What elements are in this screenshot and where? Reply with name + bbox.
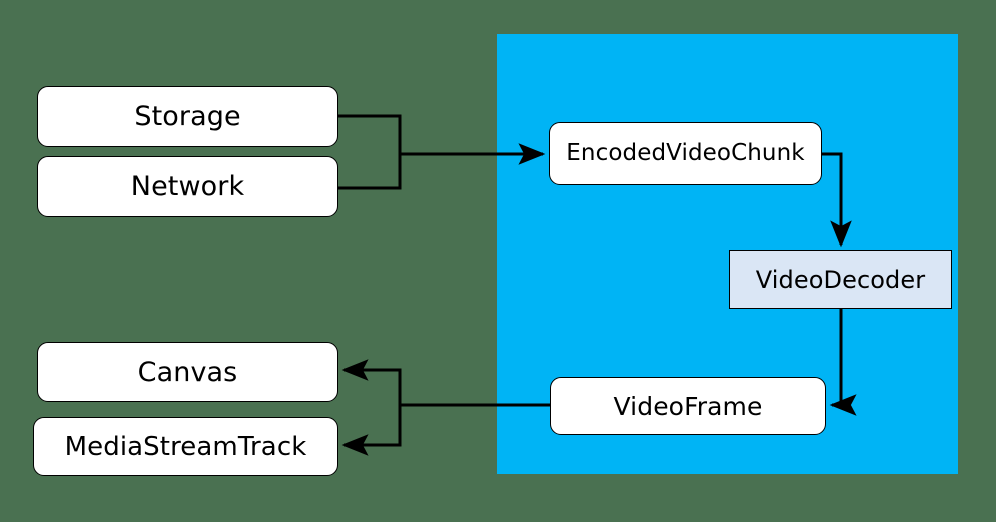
node-videoframe-label: VideoFrame bbox=[613, 391, 763, 421]
node-network[interactable]: Network bbox=[37, 156, 338, 217]
node-mediastreamtrack[interactable]: MediaStreamTrack bbox=[33, 417, 338, 476]
node-canvas[interactable]: Canvas bbox=[37, 342, 338, 402]
node-encodedvideochunk[interactable]: EncodedVideoChunk bbox=[549, 122, 822, 185]
node-videoframe[interactable]: VideoFrame bbox=[550, 377, 826, 435]
node-encodedvideochunk-label: EncodedVideoChunk bbox=[566, 140, 805, 166]
node-mediastreamtrack-label: MediaStreamTrack bbox=[64, 431, 307, 462]
node-videodecoder[interactable]: VideoDecoder bbox=[729, 250, 952, 309]
node-storage[interactable]: Storage bbox=[37, 86, 338, 147]
node-network-label: Network bbox=[130, 171, 245, 202]
node-videodecoder-label: VideoDecoder bbox=[755, 265, 926, 294]
node-canvas-label: Canvas bbox=[137, 356, 238, 388]
node-storage-label: Storage bbox=[134, 101, 241, 132]
